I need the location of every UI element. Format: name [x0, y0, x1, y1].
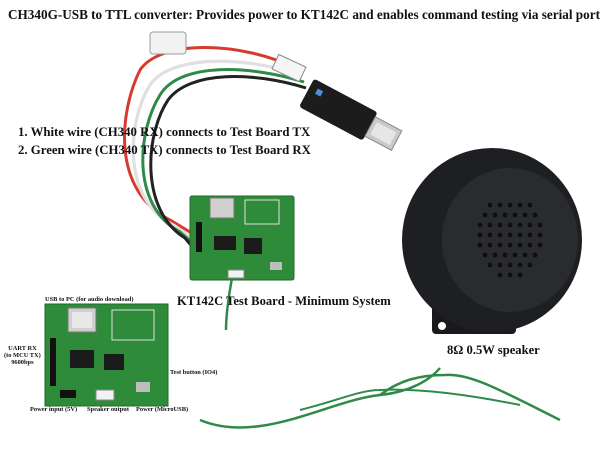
label-uart-rx-line1: UART RX	[8, 345, 37, 352]
label-speaker-output: Speaker output	[87, 406, 129, 413]
label-uart-rx-line2: (to MCU TX)	[4, 352, 41, 359]
ch340-converter	[300, 79, 403, 151]
speaker-caption: 8Ω 0.5W speaker	[447, 343, 540, 357]
board-caption: KT142C Test Board - Minimum System	[177, 294, 391, 308]
label-uart-rx: UART RX (to MCU TX) 9600bps	[4, 345, 41, 366]
kt142c-board-annotated	[44, 303, 169, 407]
wire-connector	[149, 31, 187, 55]
page-title: CH340G-USB to TTL converter: Provides po…	[8, 7, 600, 22]
white-wire	[131, 59, 303, 242]
label-usb-to-pc: USB to PC (for audio download)	[45, 296, 134, 303]
label-uart-rx-line3: 9600bps	[11, 359, 34, 366]
label-power-input: Power input (5V)	[30, 406, 78, 413]
note-white-wire: 1. White wire (CH340 RX) connects to Tes…	[18, 125, 311, 139]
red-wire	[123, 46, 301, 237]
label-power-microusb: Power (MicroUSB)	[136, 406, 189, 413]
black-wire	[149, 75, 307, 251]
label-test-button: Test button (IO4)	[170, 369, 218, 376]
kt142c-board-top	[189, 195, 295, 281]
green-wire	[141, 68, 305, 247]
speaker-wire-green	[224, 277, 234, 331]
note-green-wire: 2. Green wire (CH340 TX) connects to Tes…	[18, 143, 311, 157]
speaker	[402, 148, 582, 334]
